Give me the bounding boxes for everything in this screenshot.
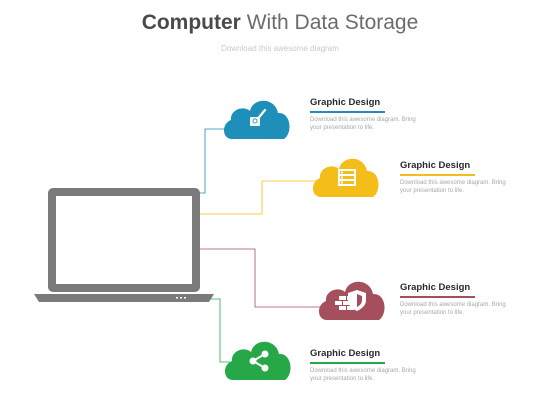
label-3-heading: Graphic Design — [400, 282, 471, 293]
connector-1 — [200, 128, 228, 194]
laptop-icon — [34, 188, 214, 302]
cloud-1 — [223, 100, 290, 139]
connector-3 — [200, 248, 322, 308]
page-subtitle: Download this awesome diagram — [221, 44, 339, 53]
label-4-heading: Graphic Design — [310, 348, 381, 359]
page-title: Computer With Data Storage — [0, 11, 560, 35]
label-4: Graphic Design Download this awesome dia… — [310, 348, 440, 383]
label-1-heading: Graphic Design — [310, 97, 381, 108]
cloud-4 — [224, 341, 291, 380]
connector-4 — [200, 298, 230, 363]
share-icon — [249, 350, 269, 372]
title-rest: With Data Storage — [246, 11, 419, 34]
cloud-2 — [312, 158, 379, 197]
paint-brush-icon — [250, 108, 267, 126]
connector-2 — [200, 180, 318, 215]
label-2-underline — [400, 174, 475, 176]
cloud-3 — [318, 281, 385, 320]
firewall-shield-icon — [335, 290, 366, 311]
title-bold: Computer — [141, 11, 241, 34]
label-2-heading: Graphic Design — [400, 160, 471, 171]
label-3: Graphic Design Download this awesome dia… — [400, 282, 530, 317]
server-icon — [338, 169, 356, 186]
label-3-underline — [400, 296, 475, 298]
label-2: Graphic Design Download this awesome dia… — [400, 160, 530, 195]
label-1: Graphic Design Download this awesome dia… — [310, 97, 440, 132]
label-4-underline — [310, 362, 385, 364]
label-1-underline — [310, 111, 385, 113]
